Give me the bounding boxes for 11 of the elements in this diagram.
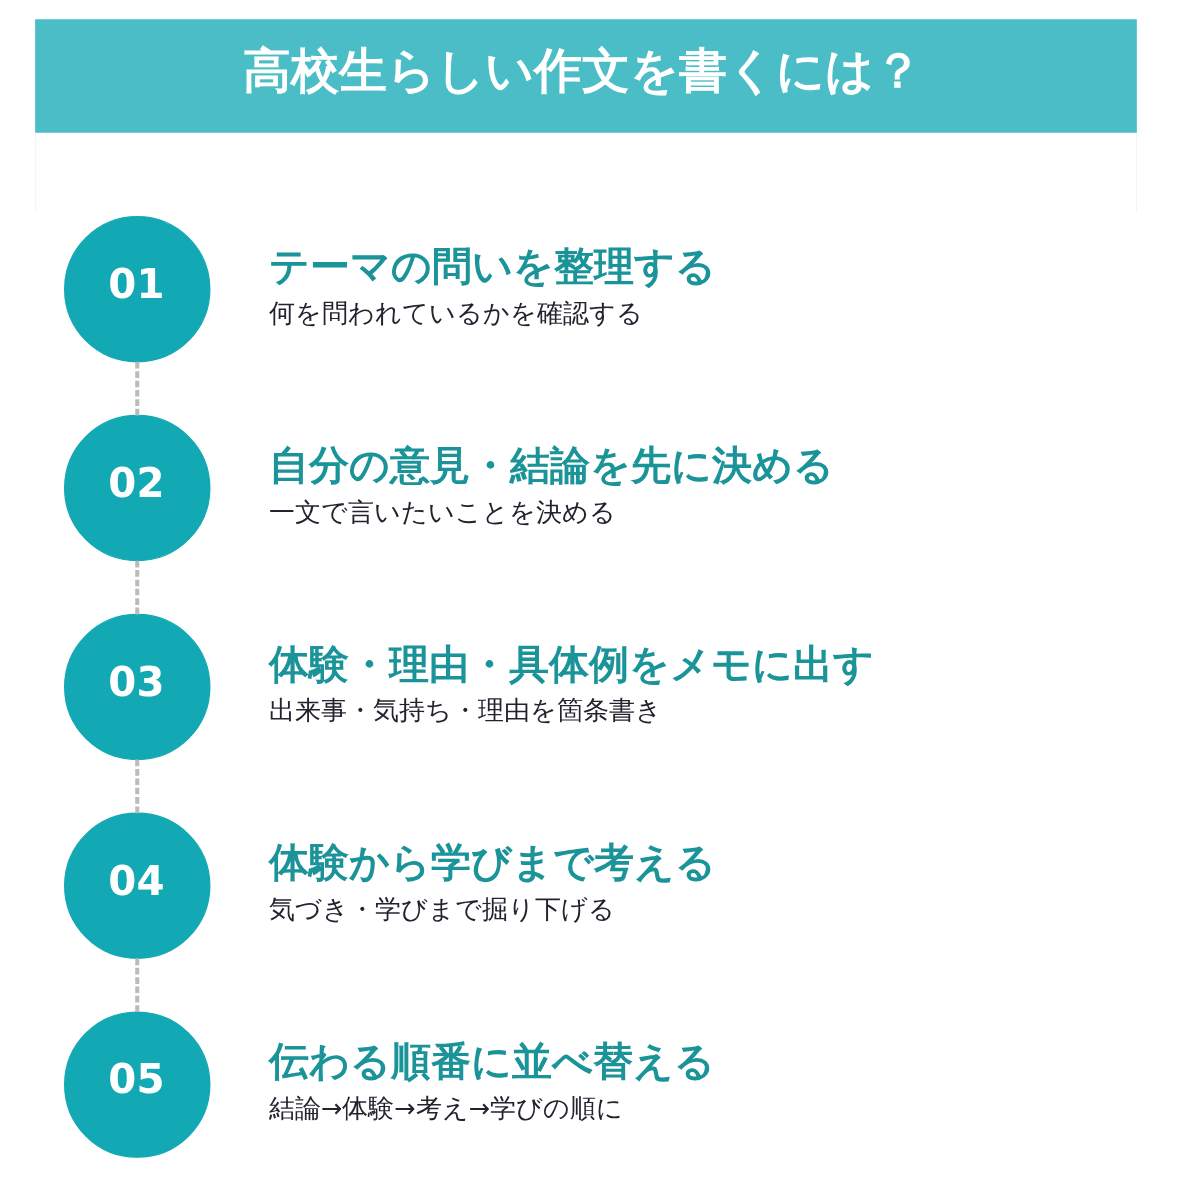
node-label: 体験・理由・具体例をメモに出す [268,640,874,688]
node-label: 体験から学びまで考える [268,839,716,887]
diagram-title: 高校生らしい作文を書くには？ [242,41,922,98]
node-label: 気づき・学びまで掘り下げる [268,894,615,925]
node-label: 伝わる順番に並べ替える [268,1038,715,1086]
node-label: 結論→体験→考え→学びの順に [268,1093,623,1124]
node-label: テーマの問いを整理する [268,242,716,290]
node-label: 何を問われているかを確認する [268,297,643,328]
node-label: 一文で言いたいことを決める [268,496,616,527]
node-label: 自分の意見・結論を先に決める [268,441,834,489]
node-label: 出来事・気持ち・理由を箇条書き [268,695,662,726]
